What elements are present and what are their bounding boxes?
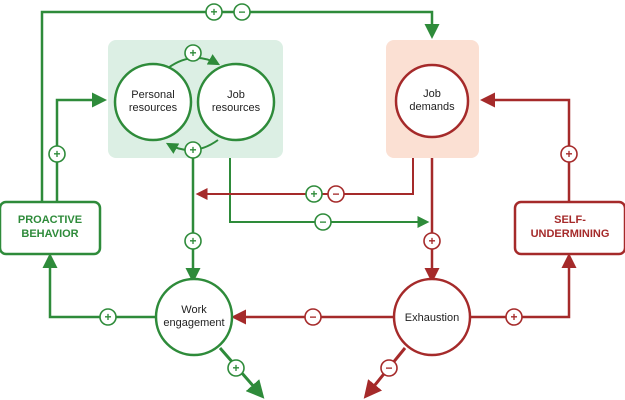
work-engagement-label-line1: Work	[181, 304, 207, 316]
personal-resources-node: Personal resources	[113, 62, 193, 142]
plus-sign: +	[104, 310, 111, 324]
plus-sign: +	[210, 5, 217, 19]
job-resources-label-line1: Job	[227, 89, 245, 101]
plus-sign: +	[310, 187, 317, 201]
sign-badge-plus: +	[184, 44, 202, 62]
plus-sign: +	[53, 147, 60, 161]
plus-sign: +	[428, 234, 435, 248]
plus-sign: +	[189, 143, 196, 157]
plus-sign: +	[565, 147, 572, 161]
work-engagement-node: Work engagement	[154, 277, 234, 357]
engagement-to-proactive-arrow	[42, 253, 155, 319]
minus-sign: −	[309, 310, 316, 324]
sign-badge-plus: +	[227, 359, 245, 377]
self-undermining-node: SELF- UNDERMINING	[513, 200, 625, 256]
job-demands-label-line1: Job	[423, 88, 441, 100]
job-demands-node: Job demands	[394, 63, 470, 139]
proactive-behavior-label-line2: BEHAVIOR	[21, 228, 78, 240]
minus-sign: −	[238, 5, 245, 19]
exhaustion-node: Exhaustion	[392, 277, 472, 357]
plus-sign: +	[189, 46, 196, 60]
sign-badge-plus: +	[560, 145, 578, 163]
proactive-behavior-label-line1: PROACTIVE	[18, 214, 82, 226]
minus-sign: −	[319, 215, 326, 229]
sign-badge-plus: +	[99, 308, 117, 326]
self-undermining-label-line2: UNDERMINING	[531, 228, 610, 240]
resources-to-demands-path-arrow	[229, 158, 430, 228]
minus-sign: −	[332, 187, 339, 201]
self-undermining-to-demands-arrow	[480, 92, 571, 202]
exhaustion-to-self-undermining-arrow	[470, 253, 577, 319]
plus-sign: +	[232, 361, 239, 375]
personal-resources-label-line2: resources	[129, 102, 178, 114]
sign-badge-plus: +	[305, 185, 323, 203]
sign-badge-plus: +	[184, 232, 202, 250]
sign-badge-minus: −	[233, 3, 251, 21]
job-resources-label-line2: resources	[212, 102, 261, 114]
job-demands-label-line2: demands	[409, 101, 455, 113]
sign-badge-minus: −	[304, 308, 322, 326]
sign-badge-minus: −	[327, 185, 345, 203]
sign-badge-plus: +	[184, 141, 202, 159]
sign-badge-plus: +	[423, 232, 441, 250]
work-engagement-label-line2: engagement	[163, 317, 224, 329]
self-undermining-label-line1: SELF-	[554, 214, 586, 226]
exhaustion-label: Exhaustion	[405, 312, 459, 324]
demands-to-resources-arrow	[195, 158, 414, 200]
sign-badge-plus: +	[205, 3, 223, 21]
sign-badge-plus: +	[505, 308, 523, 326]
plus-sign: +	[510, 310, 517, 324]
plus-sign: +	[189, 234, 196, 248]
sign-badge-minus: −	[314, 213, 332, 231]
job-resources-node: Job resources	[196, 62, 276, 142]
proactive-behavior-node: PROACTIVE BEHAVIOR	[0, 200, 102, 256]
proactive-to-resources-arrow	[55, 92, 107, 202]
sign-badge-plus: +	[48, 145, 66, 163]
minus-sign: −	[385, 361, 392, 375]
sign-badge-minus: −	[380, 359, 398, 377]
personal-resources-label-line1: Personal	[131, 89, 174, 101]
